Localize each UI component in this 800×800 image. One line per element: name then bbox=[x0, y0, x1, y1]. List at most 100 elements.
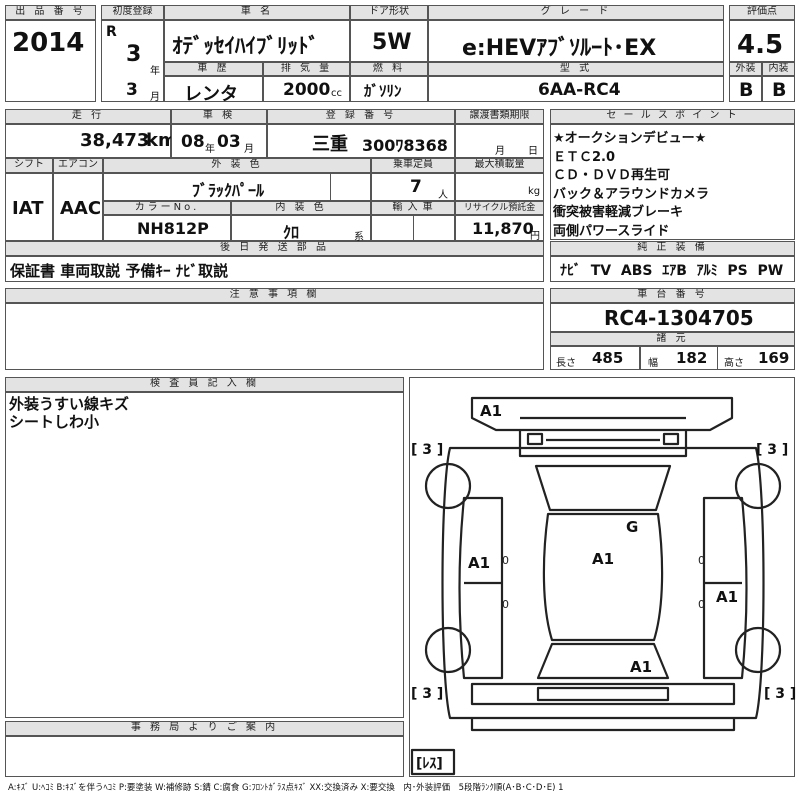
right-side-panel bbox=[702, 496, 748, 680]
first-reg-box bbox=[101, 20, 164, 102]
door-box bbox=[350, 20, 428, 62]
grille-shape bbox=[518, 430, 688, 458]
chassis-value: RC4-1304705 bbox=[604, 306, 754, 330]
roof-shape bbox=[542, 512, 664, 642]
length-label: 長さ bbox=[556, 358, 576, 369]
fuel-value: ｶﾞｿﾘﾝ bbox=[364, 82, 402, 100]
width-value: 182 bbox=[676, 349, 708, 367]
import-sub-cell bbox=[413, 215, 455, 241]
first-reg-month: 3 bbox=[126, 80, 138, 100]
cc-unit: cc bbox=[331, 88, 342, 99]
mark-zero-right-2: 0 bbox=[698, 598, 705, 611]
genuine-box bbox=[550, 256, 795, 282]
sales-point-item: ＥＴＣ2.0 bbox=[553, 149, 616, 165]
tire-rl-grade: [ 3 ] bbox=[411, 686, 443, 702]
tire-fl-grade: [ 3 ] bbox=[411, 442, 443, 458]
spec-length-cell bbox=[550, 346, 640, 370]
interior-grade-box bbox=[762, 76, 795, 102]
ext-color-value: ﾌﾞﾗｯｸﾊﾟｰﾙ bbox=[192, 181, 265, 200]
reg-region: 三重 bbox=[312, 134, 348, 155]
sales-point-item: ＣＤ・ＤＶＤ再生可 bbox=[553, 168, 671, 183]
shift-label: シフト bbox=[5, 158, 53, 173]
later-parts-label: 後 日 発 送 部 品 bbox=[5, 241, 544, 256]
first-reg-label: 初度登録 bbox=[101, 5, 164, 20]
sales-point-item: 衝突被害軽減ブレーキ bbox=[553, 205, 684, 220]
grade-label: グ レ ー ド bbox=[428, 5, 724, 20]
sales-points-box bbox=[550, 124, 795, 240]
transfer-month-unit: 月 bbox=[495, 146, 505, 157]
mark-zero-left-1: 0 bbox=[502, 554, 509, 567]
inspector-label: 検 査 員 記 入 欄 bbox=[5, 377, 404, 392]
notes-box bbox=[5, 303, 544, 370]
inspection-box bbox=[171, 124, 267, 158]
mileage-label: 走 行 bbox=[5, 109, 171, 124]
inspector-box bbox=[5, 392, 404, 718]
later-parts-box bbox=[5, 256, 544, 282]
grade-box bbox=[428, 20, 724, 62]
color-no-box bbox=[103, 215, 231, 241]
rear-bumper-shape bbox=[470, 682, 736, 706]
mark-a1-left: A1 bbox=[468, 554, 490, 572]
genuine-item: ｱﾙﾐ bbox=[696, 263, 718, 279]
kg-unit: kg bbox=[528, 186, 541, 197]
interior-grade-label: 内装 bbox=[762, 62, 795, 76]
int-color-value: ｸﾛ bbox=[283, 223, 300, 242]
height-value: 169 bbox=[758, 349, 790, 367]
transfer-label: 譲渡書類期限 bbox=[455, 109, 544, 124]
history-label: 車 歴 bbox=[164, 62, 263, 76]
rear-plate-shape bbox=[536, 686, 670, 702]
sales-point-item: ★オークションデビュー★ bbox=[553, 131, 707, 146]
int-color-label: 内 装 色 bbox=[231, 201, 371, 215]
spec-width-cell bbox=[640, 346, 718, 370]
score-box bbox=[729, 20, 795, 62]
exterior-grade-box bbox=[729, 76, 762, 102]
genuine-item: ﾅﾋﾞ bbox=[560, 263, 581, 279]
aircon-label: エアコン bbox=[53, 158, 103, 173]
grade-value: e:HEVｱﾌﾞｿﾙｰﾄ･EX bbox=[462, 36, 657, 61]
genuine-label: 純 正 装 備 bbox=[550, 241, 795, 256]
rear-window-shape bbox=[536, 642, 670, 680]
headlight-left bbox=[526, 432, 544, 446]
office-box bbox=[5, 736, 404, 777]
mark-a1-right: A1 bbox=[716, 588, 738, 606]
displacement-box bbox=[263, 76, 350, 102]
inspection-month: 03 bbox=[217, 132, 241, 152]
door-value: 5W bbox=[372, 30, 412, 55]
sales-points-label: セ ー ル ス ポ イ ン ト bbox=[550, 109, 795, 124]
left-side-panel bbox=[458, 496, 504, 680]
capacity-value: 7 bbox=[410, 177, 422, 197]
tire-front-left bbox=[424, 462, 472, 510]
int-color-box bbox=[231, 215, 371, 241]
ext-color-label: 外 装 色 bbox=[103, 158, 371, 173]
length-value: 485 bbox=[592, 349, 624, 367]
displacement-label: 排 気 量 bbox=[263, 62, 350, 76]
car-diagram: A1 G A1 A1 A1 A1 0 0 0 0 [ 3 ] [ 3 ] [ 3… bbox=[410, 396, 796, 776]
spare-grade: [ﾚｽ] bbox=[416, 756, 443, 772]
mileage-box bbox=[5, 124, 171, 158]
import-label: 輸 入 車 bbox=[371, 201, 455, 215]
aircon-value: AAC bbox=[60, 198, 102, 219]
windshield-shape bbox=[534, 464, 672, 512]
kei-unit: 系 bbox=[354, 232, 364, 243]
spare-box bbox=[410, 748, 456, 776]
people-unit: 人 bbox=[438, 190, 448, 201]
fuel-label: 燃 料 bbox=[350, 62, 428, 76]
reg-no-label: 登 録 番 号 bbox=[267, 109, 455, 124]
lot-no-value: 2014 bbox=[12, 28, 85, 58]
genuine-item: PS bbox=[727, 263, 748, 279]
color-no-value: NH812P bbox=[137, 219, 209, 238]
displacement-value: 2000 bbox=[283, 80, 331, 100]
sales-point-item: バック＆アラウンドカメラ bbox=[553, 186, 710, 202]
history-value: レンタ bbox=[184, 84, 238, 105]
chassis-box bbox=[550, 303, 795, 332]
reg-no-box bbox=[267, 124, 455, 158]
tire-rear-right bbox=[734, 626, 782, 674]
shift-box bbox=[5, 173, 53, 241]
inspection-month-unit: 月 bbox=[244, 144, 254, 155]
genuine-item: ABS bbox=[620, 263, 653, 279]
recycle-box bbox=[455, 215, 544, 241]
mark-a1-roof: A1 bbox=[592, 550, 614, 568]
inspector-note-line: シートしわ小 bbox=[9, 413, 100, 431]
mileage-value: 38,473 bbox=[80, 130, 150, 151]
later-parts-value: 保証書 車両取説 予備ｷｰ ﾅﾋﾞ取説 bbox=[10, 262, 229, 280]
